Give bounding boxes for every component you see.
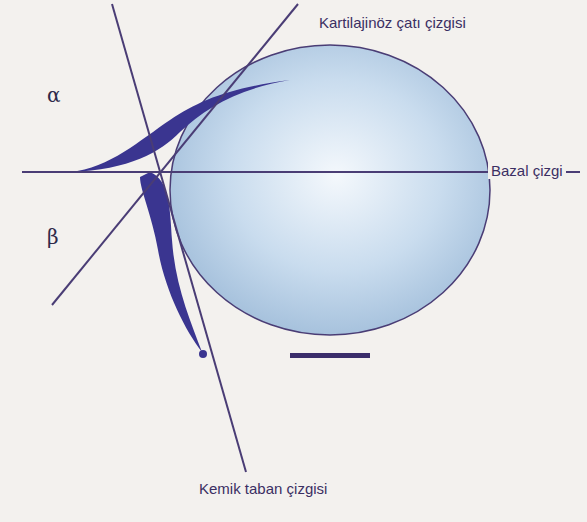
femoral-head <box>170 45 490 335</box>
angle-label: β <box>44 226 62 249</box>
bony-rim <box>140 172 202 352</box>
bone-roof-line <box>112 4 246 472</box>
line-label: Kartilajinöz çatı çizgisi <box>316 14 469 31</box>
angle-label: α <box>44 84 64 107</box>
cartilage-roof-line <box>52 4 298 305</box>
labrum <box>70 80 290 172</box>
bony-point <box>199 350 207 358</box>
line-label: Kemik taban çizgisi <box>196 480 330 497</box>
scale-bar <box>290 353 370 358</box>
line-label: Bazal çizgi <box>488 162 566 179</box>
